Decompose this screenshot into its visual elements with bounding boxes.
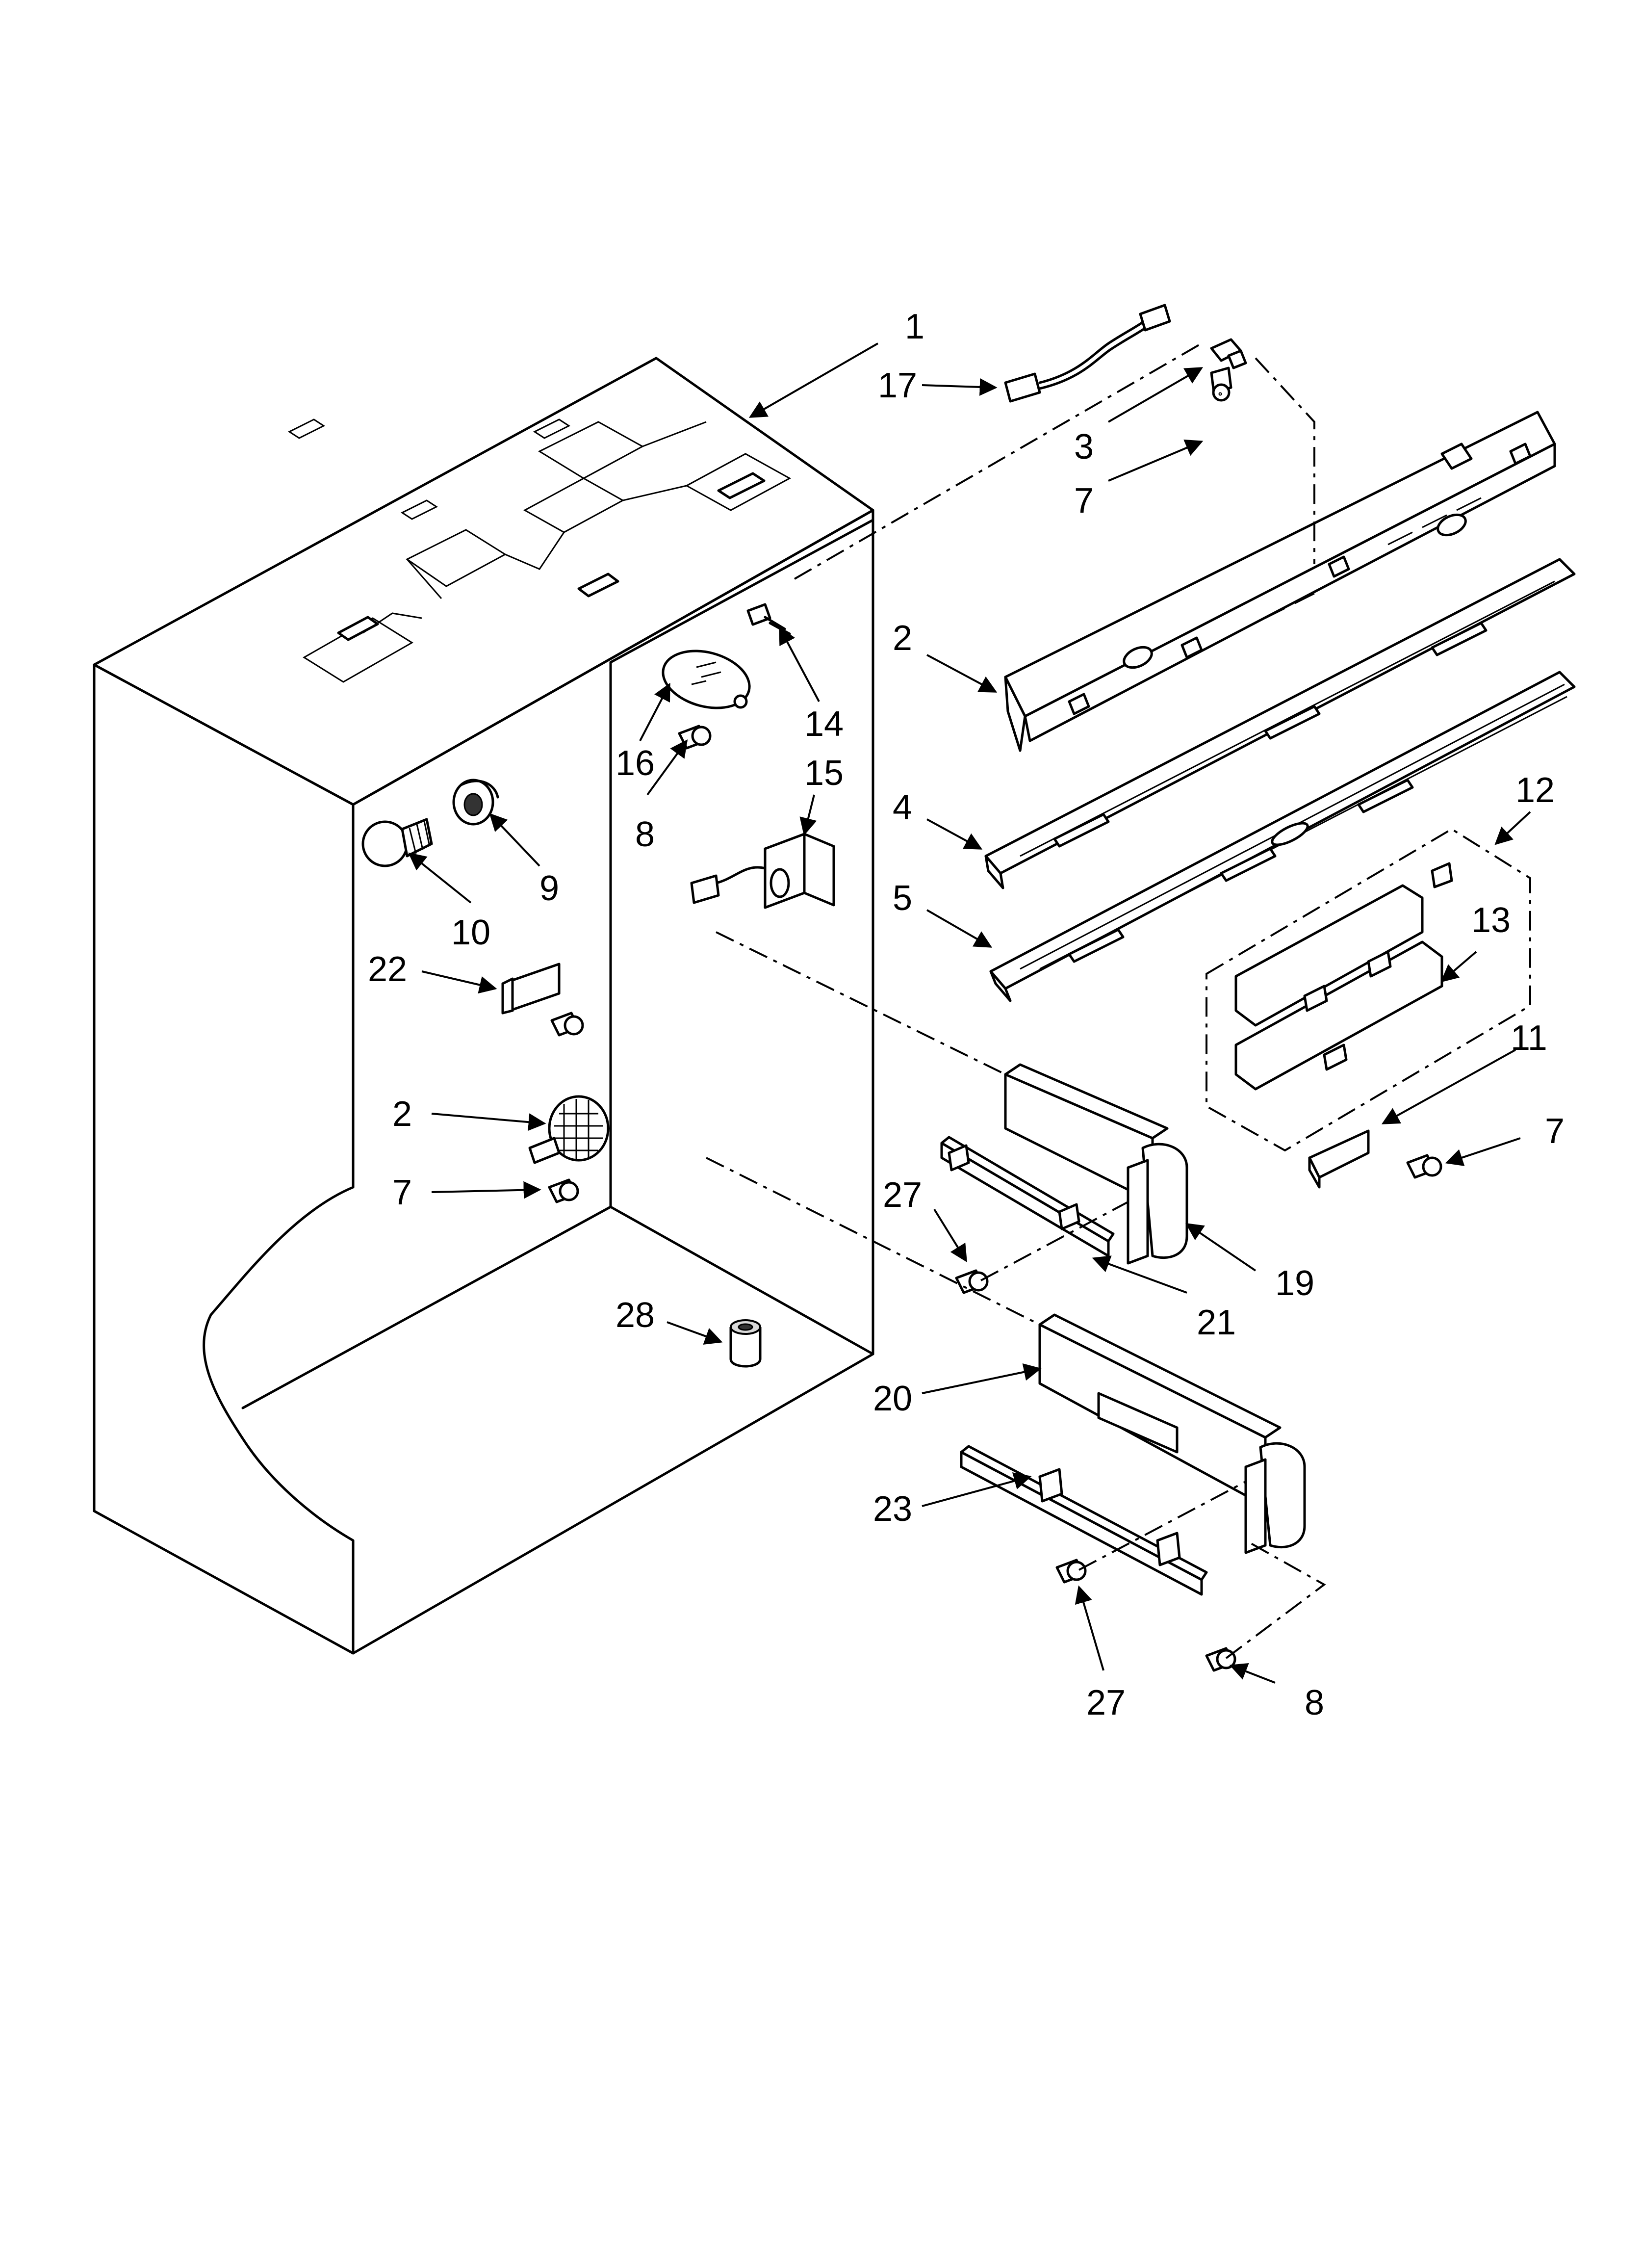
callout-10: 10 <box>451 913 490 952</box>
trim-20 <box>1038 1313 1306 1554</box>
callout-14: 14 <box>804 704 844 744</box>
callout-7-right: 7 <box>1545 1112 1565 1151</box>
fan-grille <box>528 1095 610 1203</box>
callout-12: 12 <box>1515 771 1555 810</box>
callout-7-left: 7 <box>392 1173 412 1212</box>
callout-16: 16 <box>616 744 655 783</box>
callout-8-lower: 8 <box>1305 1683 1324 1722</box>
screw-7-top <box>1218 392 1222 396</box>
refrigerator-cabinet <box>93 357 874 1655</box>
callout-19: 19 <box>1275 1264 1314 1303</box>
callout-labels: 1 17 3 7 2 4 5 12 13 11 7 14 15 16 8 9 1… <box>368 307 1565 1722</box>
screw-8-lower <box>1205 1647 1236 1672</box>
callout-28: 28 <box>616 1296 655 1335</box>
callout-27-upper: 27 <box>883 1175 922 1215</box>
control-panel <box>1004 411 1556 752</box>
callout-7: 7 <box>1074 481 1094 521</box>
callout-3: 2 <box>893 619 912 658</box>
callout-5: 4 <box>893 788 912 827</box>
light-bulb <box>361 818 433 867</box>
callout-2: 2 <box>392 1095 412 1134</box>
callout-13: 13 <box>1471 901 1511 940</box>
callout-15: 15 <box>804 754 844 793</box>
trim-19 <box>1004 1063 1188 1265</box>
callout-9: 9 <box>539 869 559 908</box>
callout-22: 22 <box>368 950 407 989</box>
callout-1: 1 <box>905 307 924 346</box>
callout-21: 21 <box>1197 1303 1236 1342</box>
callout-11: 11 <box>1511 1018 1547 1058</box>
screw-27-upper <box>955 1269 989 1294</box>
wire-harness <box>1004 304 1171 403</box>
callout-27-lower: 27 <box>1086 1683 1126 1722</box>
callout-23: 23 <box>873 1489 912 1529</box>
callout-4: 3 <box>1074 427 1094 467</box>
callout-6: 5 <box>893 879 912 918</box>
door-switch <box>690 833 835 909</box>
callout-20: 20 <box>873 1379 912 1418</box>
control-housing <box>662 650 751 750</box>
assembly-lines <box>706 342 1326 1659</box>
cover-13 <box>1234 862 1453 1091</box>
trim-21 <box>940 1136 1115 1257</box>
light-socket <box>452 779 499 826</box>
mounting-bracket-4 <box>1210 338 1247 402</box>
bracket-22 <box>501 963 584 1037</box>
leader-arrows <box>408 342 1531 1684</box>
thermistor <box>746 603 791 635</box>
bracket-11 <box>1308 1129 1442 1189</box>
trim-channel-5 <box>984 558 1576 889</box>
callout-8: 8 <box>635 815 655 854</box>
screw-27-lower <box>1055 1559 1087 1584</box>
trim-channel-6 <box>989 671 1576 1002</box>
drain-plug <box>729 1319 762 1368</box>
callout-17: 17 <box>878 366 917 405</box>
